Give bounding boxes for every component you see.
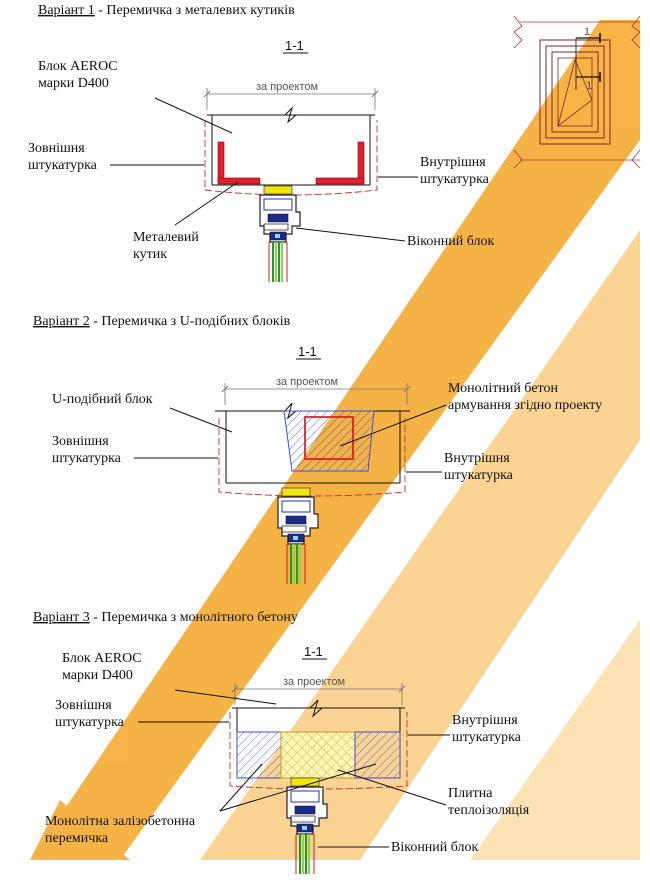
- variant-2: Варіант 2 - Перемичка з U-подібних блокі…: [33, 314, 602, 585]
- variant-1: Варіант 1 - Перемичка з металевих кутикі…: [28, 3, 641, 283]
- label-angle-l1-v1: Металевий: [133, 230, 199, 245]
- label-angle-l2-v1: кутик: [133, 247, 167, 262]
- variant-3-number: Варіант 3: [33, 610, 90, 625]
- label-concrete-l2-v2: армування згідно проекту: [448, 398, 602, 413]
- variant-2-title: - Перемичка з U-подібних блоків: [90, 314, 291, 329]
- label-inner-l2-v1: штукатурка: [420, 172, 490, 187]
- aeroc-block-v1: [204, 106, 378, 196]
- dimension-v2: за проектом: [221, 376, 411, 405]
- label-outer-l1-v1: Зовнішня: [28, 141, 85, 156]
- label-window-v3: Віконний блок: [391, 840, 479, 855]
- svg-text:Варіант 3 - Перемичка з монолі: Варіант 3 - Перемичка з монолітного бето…: [33, 610, 298, 625]
- key-section-mark-top: 1: [584, 26, 590, 38]
- label-lintel-l1-v3: Монолітна залізобетонна: [45, 814, 196, 829]
- label-window-v1: Віконний блок: [407, 234, 495, 249]
- key-section-mark-bottom: 1: [586, 80, 592, 92]
- label-inner-l1-v1: Внутрішня: [420, 155, 486, 170]
- label-outer-l2-v3: штукатурка: [55, 715, 125, 730]
- label-inner-l2-v3: штукатурка: [452, 730, 522, 745]
- svg-text:Варіант 1 - Перемичка з метале: Варіант 1 - Перемичка з металевих кутикі…: [38, 3, 295, 18]
- variant-2-number: Варіант 2: [33, 314, 90, 329]
- section-label-v2: 1-1: [298, 344, 317, 359]
- dimension-label-v2: за проектом: [276, 376, 338, 388]
- label-outer-l1-v3: Зовнішня: [55, 698, 112, 713]
- variant-3-title: - Перемичка з монолітного бетону: [90, 610, 298, 625]
- label-inner-l1-v3: Внутрішня: [452, 713, 518, 728]
- svg-text:Варіант 2 - Перемичка з U-поді: Варіант 2 - Перемичка з U-подібних блокі…: [33, 314, 291, 329]
- label-insul-l1-v3: Плитна: [448, 786, 493, 801]
- label-block-l2-v1: марки D400: [38, 76, 109, 91]
- label-concrete-l1-v2: Монолітний бетон: [448, 381, 558, 396]
- label-outer-l1-v2: Зовнішня: [52, 434, 109, 449]
- label-insul-l2-v3: теплоізоляція: [448, 803, 530, 818]
- section-label-v3: 1-1: [304, 644, 323, 659]
- window-block-v1: [259, 185, 301, 283]
- label-outer-l2-v1: штукатурка: [28, 158, 98, 173]
- label-inner-l1-v2: Внутрішня: [444, 451, 510, 466]
- dimension-label-v1: за проектом: [256, 81, 318, 93]
- dimension-v3: за проектом: [231, 676, 406, 705]
- variant-3: Варіант 3 - Перемичка з монолітного бето…: [33, 610, 530, 875]
- variant-1-number: Варіант 1: [38, 3, 95, 18]
- dimension-v1: за проектом: [203, 81, 379, 110]
- dimension-label-v3: за проектом: [283, 676, 345, 688]
- label-ublock-v2: U-подібний блок: [52, 392, 153, 407]
- label-outer-l2-v2: штукатурка: [52, 451, 122, 466]
- window-elevation-key: 1 1: [513, 15, 641, 169]
- variant-1-title: - Перемичка з металевих кутиків: [95, 3, 295, 18]
- label-block-l1-v1: Блок AEROC: [38, 59, 118, 74]
- section-label-v1: 1-1: [285, 38, 304, 53]
- label-block-l1-v3: Блок AEROC: [62, 651, 142, 666]
- label-lintel-l2-v3: перемичка: [45, 831, 109, 846]
- u-block-v2: [215, 402, 410, 497]
- label-inner-l2-v2: штукатурка: [444, 468, 514, 483]
- label-block-l2-v3: марки D400: [62, 668, 133, 683]
